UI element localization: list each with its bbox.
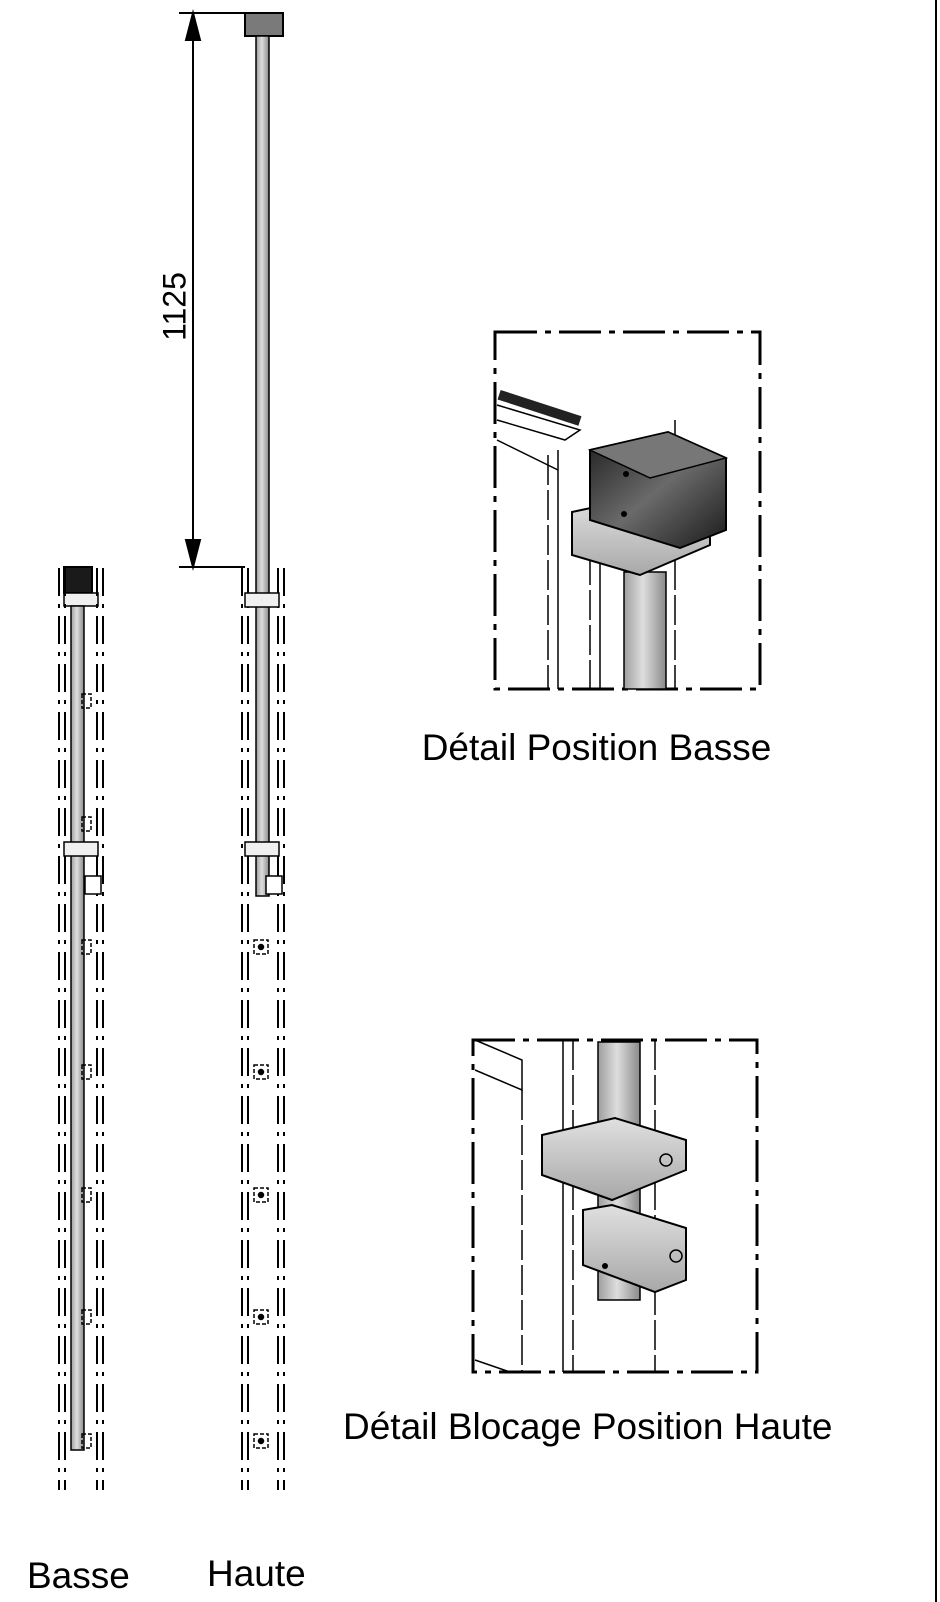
detail-basse-caption: Détail Position Basse: [421, 727, 772, 768]
haute-tube: [255, 35, 270, 897]
basse-clamp-top: [63, 592, 99, 607]
haute-block: [265, 875, 283, 895]
basse-view-label: Basse: [27, 1555, 130, 1596]
detail-basse-frame: [493, 330, 762, 691]
haute-detail-stop: [582, 1203, 687, 1294]
haute-view-label: Haute: [207, 1553, 306, 1594]
haute-clamp-mid: [244, 841, 280, 857]
haute-clamp-top: [244, 592, 280, 608]
dimension-label: 1125: [156, 272, 193, 341]
haute-detail-clamp: [541, 1116, 687, 1202]
detail-haute-caption: Détail Blocage Position Haute: [343, 1406, 833, 1447]
basse-block: [84, 875, 102, 895]
basse-tube: [70, 605, 85, 1451]
haute-column: [241, 12, 285, 1490]
haute-holes: [253, 939, 269, 1449]
basse-clamp-mid: [63, 841, 99, 857]
basse-detail-tube: [623, 571, 667, 690]
dimension-1125: [179, 9, 245, 571]
haute-top-cap: [244, 12, 284, 37]
basse-column: [58, 566, 104, 1490]
detail-haute-frame: [471, 1038, 759, 1374]
basse-top-cap: [63, 566, 93, 594]
